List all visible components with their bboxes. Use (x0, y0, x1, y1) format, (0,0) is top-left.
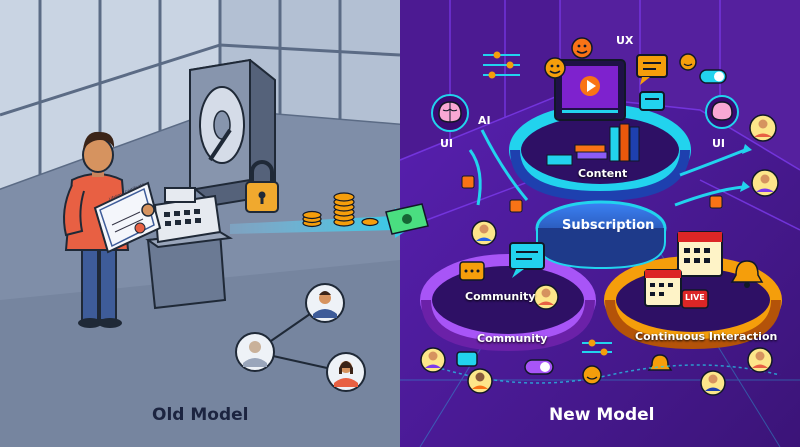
user-network (235, 283, 366, 392)
books-icon (546, 123, 640, 166)
new-model-title: New Model (549, 405, 655, 425)
calendar-icon (677, 231, 723, 277)
person-with-certificate (63, 131, 162, 328)
user-avatar (747, 347, 773, 373)
cash-register-icon (145, 187, 233, 310)
chat-icon (456, 351, 478, 367)
calendar-icon (644, 269, 682, 307)
continuous-interaction-label: Continuous Interaction (635, 330, 778, 343)
live-badge-label: LIVE (685, 293, 705, 302)
certificate-icon (93, 181, 162, 254)
user-avatar (420, 347, 446, 373)
old-model-title: Old Model (152, 405, 249, 425)
toggle-icon (699, 69, 727, 84)
content-ring-label: Content (578, 167, 628, 180)
brain-icon (705, 95, 739, 129)
chat-icon (636, 54, 668, 85)
video-play-icon (554, 59, 626, 121)
user-avatar (700, 370, 726, 396)
brain-icon (431, 94, 469, 132)
money-icon (385, 203, 429, 235)
ui-tag-left: UI (440, 137, 454, 150)
user-avatar (471, 220, 497, 246)
slider-icon (582, 339, 612, 356)
emoji-icon (679, 53, 697, 71)
old-model-panel (0, 0, 401, 447)
user-avatar (467, 368, 493, 394)
emoji-icon (582, 365, 602, 385)
bell-icon (730, 260, 764, 288)
chat-icon (639, 91, 665, 111)
bell-icon (647, 354, 673, 371)
new-model-panel (399, 0, 800, 447)
user-avatar (235, 332, 275, 372)
ai-tag: AI (478, 114, 491, 127)
chat-icon (509, 242, 545, 278)
subscription-label: Subscription (562, 218, 655, 233)
user-avatar (305, 283, 345, 323)
ui-tag-right: UI (712, 137, 726, 150)
subscription-hub (535, 200, 667, 270)
user-avatar (751, 169, 779, 197)
ux-tag: UX (616, 34, 634, 47)
toggle-icon (524, 359, 554, 375)
emoji-icon (544, 57, 566, 79)
emoji-icon (571, 37, 593, 59)
app-tile-icon (461, 175, 723, 213)
user-avatar (749, 114, 777, 142)
community-ring-label: Community (465, 290, 536, 303)
chat-icon (459, 261, 485, 281)
user-avatar (533, 284, 559, 310)
hard-drive-icon (189, 58, 276, 207)
community-bottom-label: Community (477, 332, 548, 345)
flow-arrows (468, 129, 746, 207)
user-avatar (326, 352, 366, 392)
coin-stack-icon (302, 192, 379, 228)
padlock-icon (245, 160, 279, 213)
transition-arrow (230, 192, 429, 238)
slider-icon (483, 51, 520, 79)
live-badge (681, 289, 709, 309)
